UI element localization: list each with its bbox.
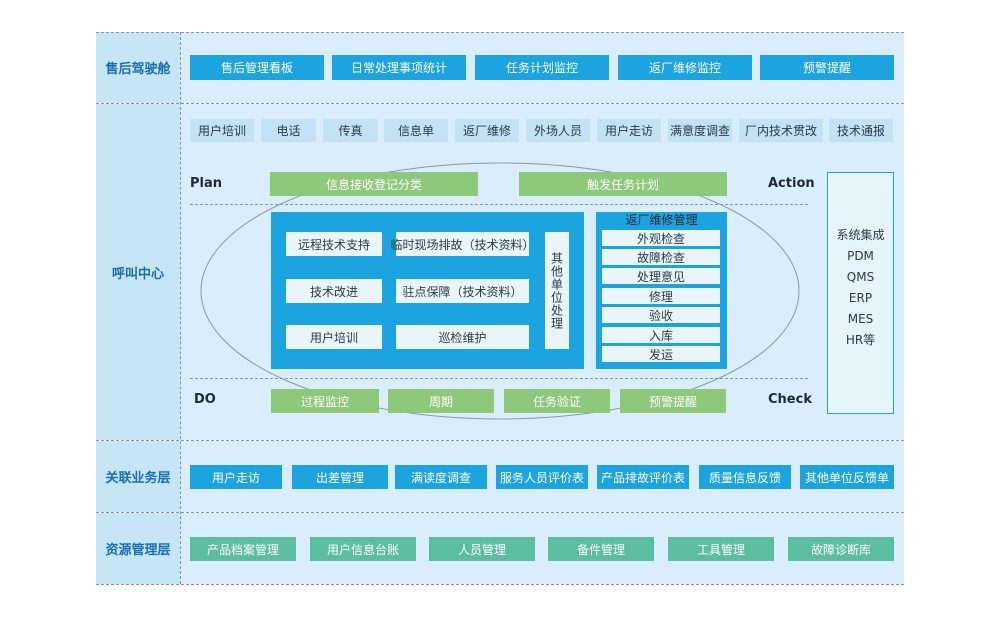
check-label: Check <box>768 392 812 407</box>
business-item-product-review[interactable]: 产品排故评价表 <box>597 465 689 489</box>
call-center-label: 呼叫中心 <box>111 266 164 282</box>
cockpit-item-task-monitor[interactable]: 任务计划监控 <box>475 55 609 80</box>
check-box-alert[interactable]: 预警提醒 <box>620 389 726 413</box>
cockpit-item-daily-stats[interactable]: 日常处理事项统计 <box>332 55 466 80</box>
plan-label: Plan <box>190 176 223 191</box>
system-pdm: PDM <box>847 249 874 263</box>
repair-step-warehousing[interactable]: 入库 <box>602 327 720 343</box>
cockpit-label: 售后驾驶舱 <box>105 62 171 77</box>
channel-phone[interactable]: 电话 <box>261 119 316 142</box>
business-item-survey[interactable]: 满读度调查 <box>395 465 487 489</box>
tech-improvement-box[interactable]: 技术改进 <box>286 279 382 303</box>
channel-fax[interactable]: 传真 <box>323 119 378 142</box>
separator-1 <box>96 103 904 104</box>
business-item-quality-feedback[interactable]: 质量信息反馈 <box>699 465 791 489</box>
resource-label-bg <box>96 513 180 584</box>
business-item-travel[interactable]: 出差管理 <box>292 465 388 489</box>
system-integration-box[interactable]: 系统集成 PDM QMS ERP MES HR等 <box>827 172 894 414</box>
business-item-other-feedback[interactable]: 其他单位反馈单 <box>800 465 894 489</box>
business-label-bg <box>96 441 180 512</box>
system-mes: MES <box>847 312 874 326</box>
channel-factory-tech-change[interactable]: 厂内技术贯改 <box>739 119 823 142</box>
separator-3 <box>96 512 904 513</box>
check-box-task-verify[interactable]: 任务验证 <box>504 389 610 413</box>
resource-label: 资源管理层 <box>105 543 171 558</box>
repair-step-repair[interactable]: 修理 <box>602 288 720 304</box>
separator-2 <box>96 440 904 441</box>
business-item-staff-review[interactable]: 服务人员评价表 <box>496 465 588 489</box>
channel-user-training[interactable]: 用户培训 <box>190 119 254 142</box>
channel-field-staff[interactable]: 外场人员 <box>526 119 590 142</box>
repair-step-acceptance[interactable]: 验收 <box>602 307 720 323</box>
separator-bottom <box>96 584 904 585</box>
action-box-trigger-plan[interactable]: 触发任务计划 <box>519 172 727 196</box>
pdca-cycle-ellipse <box>200 162 800 420</box>
action-label: Action <box>768 176 815 191</box>
cockpit-item-dashboard[interactable]: 售后管理看板 <box>190 55 324 80</box>
system-qms: QMS <box>846 270 875 284</box>
business-item-user-visit[interactable]: 用户走访 <box>190 465 282 489</box>
channel-info-sheet[interactable]: 信息单 <box>384 119 448 142</box>
resource-item-personnel[interactable]: 人员管理 <box>429 537 535 561</box>
resource-item-product-archive[interactable]: 产品档案管理 <box>190 537 296 561</box>
business-label: 关联业务层 <box>105 471 171 486</box>
patrol-maintenance-box[interactable]: 巡检维护 <box>396 325 529 349</box>
inner-user-training-box[interactable]: 用户培训 <box>286 325 382 349</box>
plan-box-info-intake[interactable]: 信息接收登记分类 <box>270 172 478 196</box>
do-box-process-monitor[interactable]: 过程监控 <box>271 389 379 413</box>
resident-support-box[interactable]: 驻点保障（技术资料） <box>396 279 529 303</box>
cockpit-item-alert[interactable]: 预警提醒 <box>760 55 894 80</box>
resource-item-spare-parts[interactable]: 备件管理 <box>548 537 654 561</box>
resource-item-user-ledger[interactable]: 用户信息台账 <box>310 537 416 561</box>
cockpit-item-repair-monitor[interactable]: 返厂维修监控 <box>618 55 752 80</box>
channel-tech-bulletin[interactable]: 技术通报 <box>829 119 893 142</box>
remote-support-box[interactable]: 远程技术支持 <box>286 232 382 256</box>
repair-step-opinion[interactable]: 处理意见 <box>602 268 720 284</box>
repair-step-appearance-check[interactable]: 外观检查 <box>602 230 720 246</box>
channel-user-visit[interactable]: 用户走访 <box>597 119 661 142</box>
repair-step-shipping[interactable]: 发运 <box>602 346 720 362</box>
cockpit-label-bg <box>96 32 180 103</box>
do-box-cycle[interactable]: 周期 <box>388 389 494 413</box>
system-hr: HR等 <box>845 333 876 347</box>
label-column-divider <box>180 32 181 584</box>
resource-item-fault-library[interactable]: 故障诊断库 <box>788 537 894 561</box>
channel-return-repair[interactable]: 返厂维修 <box>455 119 519 142</box>
system-integration-title: 系统集成 <box>836 228 885 242</box>
channel-satisfaction-survey[interactable]: 满意度调查 <box>668 119 732 142</box>
do-label: DO <box>194 392 216 407</box>
plan-divider <box>190 204 808 205</box>
repair-step-fault-check[interactable]: 故障检查 <box>602 249 720 265</box>
onsite-troubleshoot-box[interactable]: 临时现场排故（技术资料） <box>391 232 535 256</box>
resource-item-tools[interactable]: 工具管理 <box>668 537 774 561</box>
other-unit-handling-box[interactable]: 其他单位处理 <box>545 232 569 349</box>
call-center-label-bg <box>96 104 180 440</box>
do-divider <box>190 378 808 379</box>
system-erp: ERP <box>848 291 873 305</box>
repair-management-title: 返厂维修管理 <box>625 213 698 227</box>
separator-top <box>96 32 904 33</box>
